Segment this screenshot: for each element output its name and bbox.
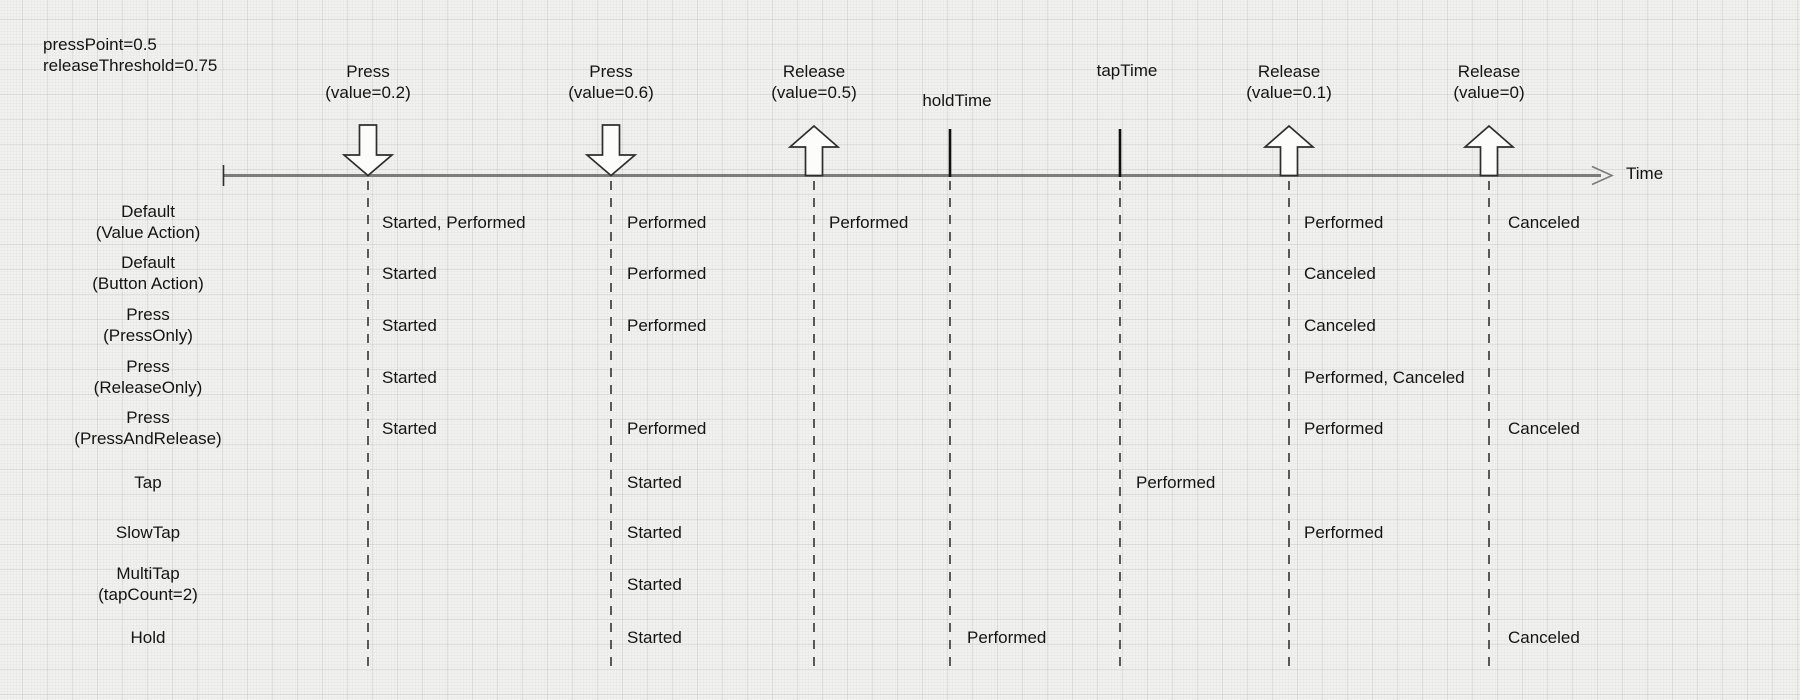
cell-4-release3: Canceled <box>1508 418 1580 438</box>
time-axis-label: Time <box>1626 164 1664 183</box>
row-label-line2: (Value Action) <box>95 223 201 242</box>
row-label-line1: Default <box>121 202 175 221</box>
row-label-line1: MultiTap <box>116 564 180 583</box>
presspoint-param: pressPoint=0.5 <box>43 35 157 54</box>
row-label-line1: Default <box>121 253 175 272</box>
release-up-arrow-icon <box>1462 124 1516 177</box>
cell-8-release3: Canceled <box>1508 627 1580 647</box>
row-label-press: Press (PressOnly) <box>28 304 268 346</box>
row-label-line1: Press <box>126 357 170 376</box>
cell-0-release3: Canceled <box>1508 212 1580 232</box>
cell-2-press2: Performed <box>627 315 707 335</box>
row-label-press: Press (ReleaseOnly) <box>28 356 268 398</box>
row-label-line2: (PressAndRelease) <box>74 429 222 448</box>
cell-0-press1: Started, Performed <box>382 212 526 232</box>
cell-4-press2: Performed <box>627 418 707 438</box>
row-label-line1: Tap <box>134 472 162 492</box>
column-label-line2: (value=0) <box>1453 83 1525 102</box>
row-label-default: Default (Value Action) <box>28 201 268 243</box>
press-down-arrow-icon <box>341 124 395 177</box>
column-label-line2: (value=0.5) <box>771 83 857 102</box>
cell-0-press2: Performed <box>627 212 707 232</box>
row-label-default: Default (Button Action) <box>28 252 268 294</box>
row-label-press: Press (PressAndRelease) <box>28 407 268 449</box>
cell-5-press2: Started <box>627 472 682 492</box>
row-label-tap: Tap <box>28 472 268 493</box>
row-label-line1: Press <box>126 408 170 427</box>
release-up-arrow-icon <box>787 124 841 177</box>
column-label-press2: Press (value=0.6) <box>568 61 654 103</box>
row-label-line1: Press <box>126 305 170 324</box>
cell-0-release2: Performed <box>1304 212 1384 232</box>
cell-6-press2: Started <box>627 522 682 542</box>
column-label-tapTime: tapTime <box>1096 60 1158 80</box>
cell-5-tapTime: Performed <box>1136 472 1216 492</box>
axis-arrowhead-icon <box>1591 165 1614 186</box>
cell-4-press1: Started <box>382 418 437 438</box>
row-label-line2: (ReleaseOnly) <box>93 378 203 397</box>
row-label-line2: (tapCount=2) <box>98 585 198 604</box>
row-label-line1: SlowTap <box>115 522 181 542</box>
cell-1-press2: Performed <box>627 263 707 283</box>
cell-2-release2: Canceled <box>1304 315 1376 335</box>
cell-1-press1: Started <box>382 263 437 283</box>
column-label-release1: Release (value=0.5) <box>771 61 857 103</box>
column-label-line1: Press <box>589 62 633 81</box>
parameters-note: pressPoint=0.5 releaseThreshold=0.75 <box>43 34 217 76</box>
release-up-arrow-icon <box>1262 124 1316 177</box>
column-label-line1: Press <box>346 62 390 81</box>
cell-4-release2: Performed <box>1304 418 1384 438</box>
press-down-arrow-icon <box>584 124 638 177</box>
column-label-line1: Release <box>782 62 846 81</box>
column-label-line1: Release <box>1457 62 1521 81</box>
cell-6-release2: Performed <box>1304 522 1384 542</box>
cell-2-press1: Started <box>382 315 437 335</box>
cell-7-press2: Started <box>627 574 682 594</box>
cell-0-release1: Performed <box>829 212 909 232</box>
column-label-line2: (value=0.6) <box>568 83 654 102</box>
row-label-slowtap: SlowTap <box>28 522 268 543</box>
column-label-release3: Release (value=0) <box>1453 61 1524 103</box>
column-label-line1: Release <box>1257 62 1321 81</box>
cell-8-press2: Started <box>627 627 682 647</box>
row-label-line2: (PressOnly) <box>103 326 193 345</box>
row-label-hold: Hold <box>28 627 268 648</box>
releasethreshold-param: releaseThreshold=0.75 <box>43 56 218 75</box>
column-label-line2: (value=0.2) <box>325 83 411 102</box>
row-label-multitap: MultiTap (tapCount=2) <box>28 563 268 605</box>
column-label-line2: (value=0.1) <box>1246 83 1332 102</box>
row-label-line1: Hold <box>130 627 166 647</box>
column-label-release2: Release (value=0.1) <box>1246 61 1332 103</box>
cell-8-holdTime: Performed <box>967 627 1047 647</box>
column-label-press1: Press (value=0.2) <box>325 61 411 103</box>
cell-3-press1: Started <box>382 367 437 387</box>
row-label-line2: (Button Action) <box>92 274 204 293</box>
cell-3-release2: Performed, Canceled <box>1304 367 1465 387</box>
cell-1-release2: Canceled <box>1304 263 1376 283</box>
column-label-holdTime: holdTime <box>922 90 992 110</box>
